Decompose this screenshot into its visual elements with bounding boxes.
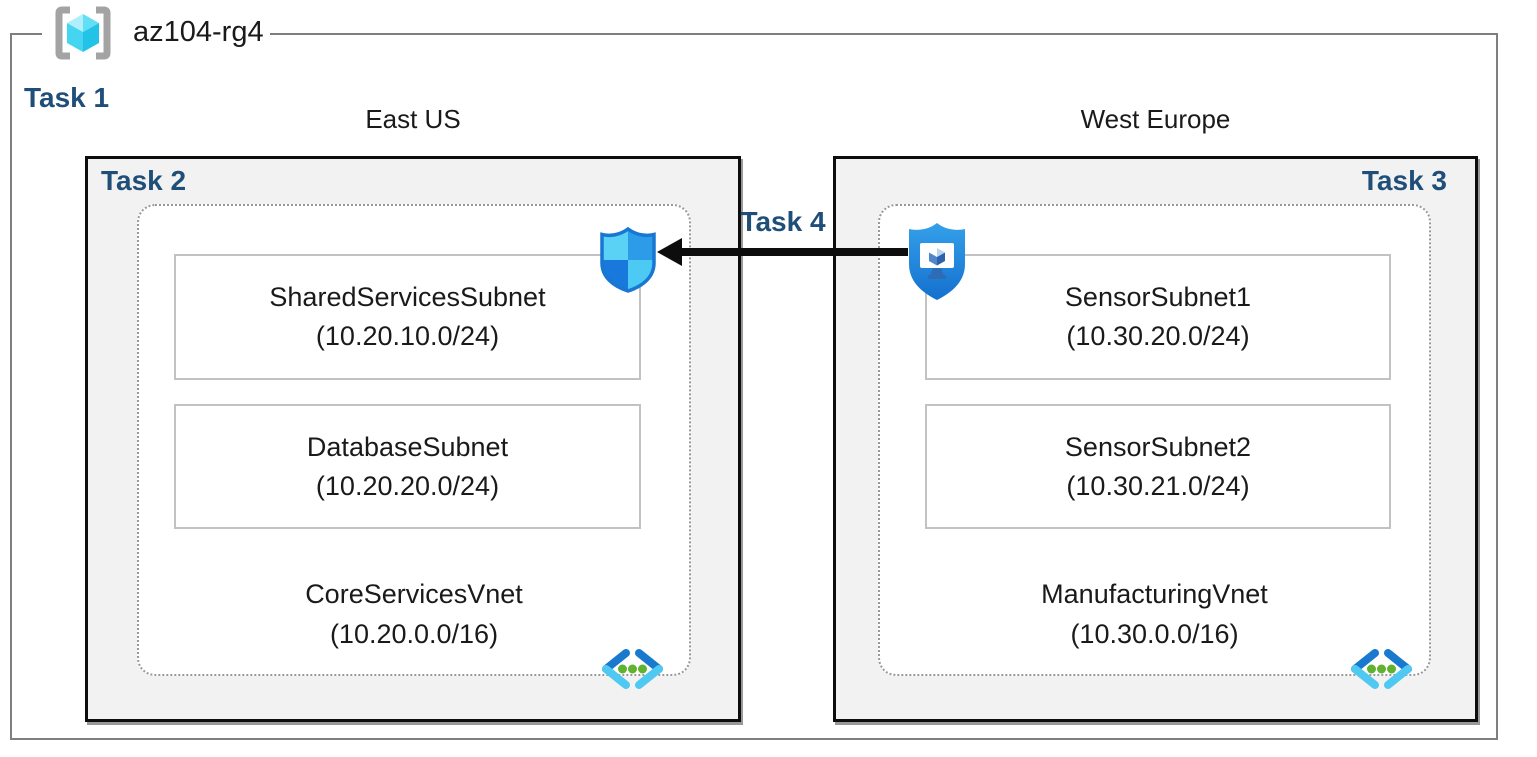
task3-label: Task 3: [1361, 165, 1447, 196]
subnet-box-database: DatabaseSubnet (10.20.20.0/24): [174, 404, 641, 529]
task4-label: Task 4: [740, 206, 826, 237]
subnet-cidr: (10.30.20.0/24): [1066, 321, 1250, 351]
peering-arrow: [657, 238, 908, 266]
resource-group-name: az104-rg4: [133, 16, 264, 48]
vnet-boundary-manufacturing: SensorSubnet1 (10.30.20.0/24) SensorSubn…: [878, 204, 1431, 676]
subnet-box-sharedservices: SharedServicesSubnet (10.20.10.0/24): [174, 254, 641, 380]
vnet-name: ManufacturingVnet: [1041, 579, 1268, 609]
vnet-cidr: (10.30.0.0/16): [1070, 619, 1239, 649]
subnet-name: SensorSubnet2: [1064, 431, 1252, 462]
subnet-cidr: (10.20.20.0/24): [315, 470, 500, 501]
region-box-east-us: Task 2 SharedServicesSubnet (10.20.10.0/…: [85, 156, 741, 722]
subnet-name: SensorSubnet1: [1064, 282, 1252, 312]
task2-label: Task 2: [101, 165, 187, 196]
vnet-boundary-coreservices: SharedServicesSubnet (10.20.10.0/24) Dat…: [137, 204, 691, 676]
vnet-cidr: (10.20.0.0/16): [329, 619, 499, 649]
subnet-cidr: (10.20.10.0/24): [315, 321, 500, 351]
subnet-cidr: (10.30.21.0/24): [1066, 470, 1250, 501]
region-label-east-us: East US: [365, 104, 461, 134]
network-security-shield-icon: [599, 226, 657, 298]
subnet-box-sensorsubnet1: SensorSubnet1 (10.30.20.0/24): [925, 254, 1391, 380]
region-label-west-europe: West Europe: [1080, 104, 1231, 134]
virtual-network-icon: [599, 648, 666, 696]
vnet-label-manufacturing: ManufacturingVnet (10.30.0.0/16): [880, 574, 1429, 654]
resource-group-icon: [50, 3, 116, 68]
task1-label: Task 1: [24, 82, 110, 113]
subnet-name: SharedServicesSubnet: [269, 282, 546, 312]
subnet-box-sensorsubnet2: SensorSubnet2 (10.30.21.0/24): [925, 404, 1391, 529]
subnet-name: DatabaseSubnet: [306, 431, 509, 462]
vnet-name: CoreServicesVnet: [305, 579, 523, 609]
virtual-network-icon: [1348, 648, 1415, 696]
vnet-label-coreservices: CoreServicesVnet (10.20.0.0/16): [139, 574, 689, 654]
region-box-west-europe: Task 3 SensorSubnet1 (10.30.20.0/24) Sen…: [833, 156, 1478, 722]
secure-vm-shield-icon: [905, 221, 969, 310]
